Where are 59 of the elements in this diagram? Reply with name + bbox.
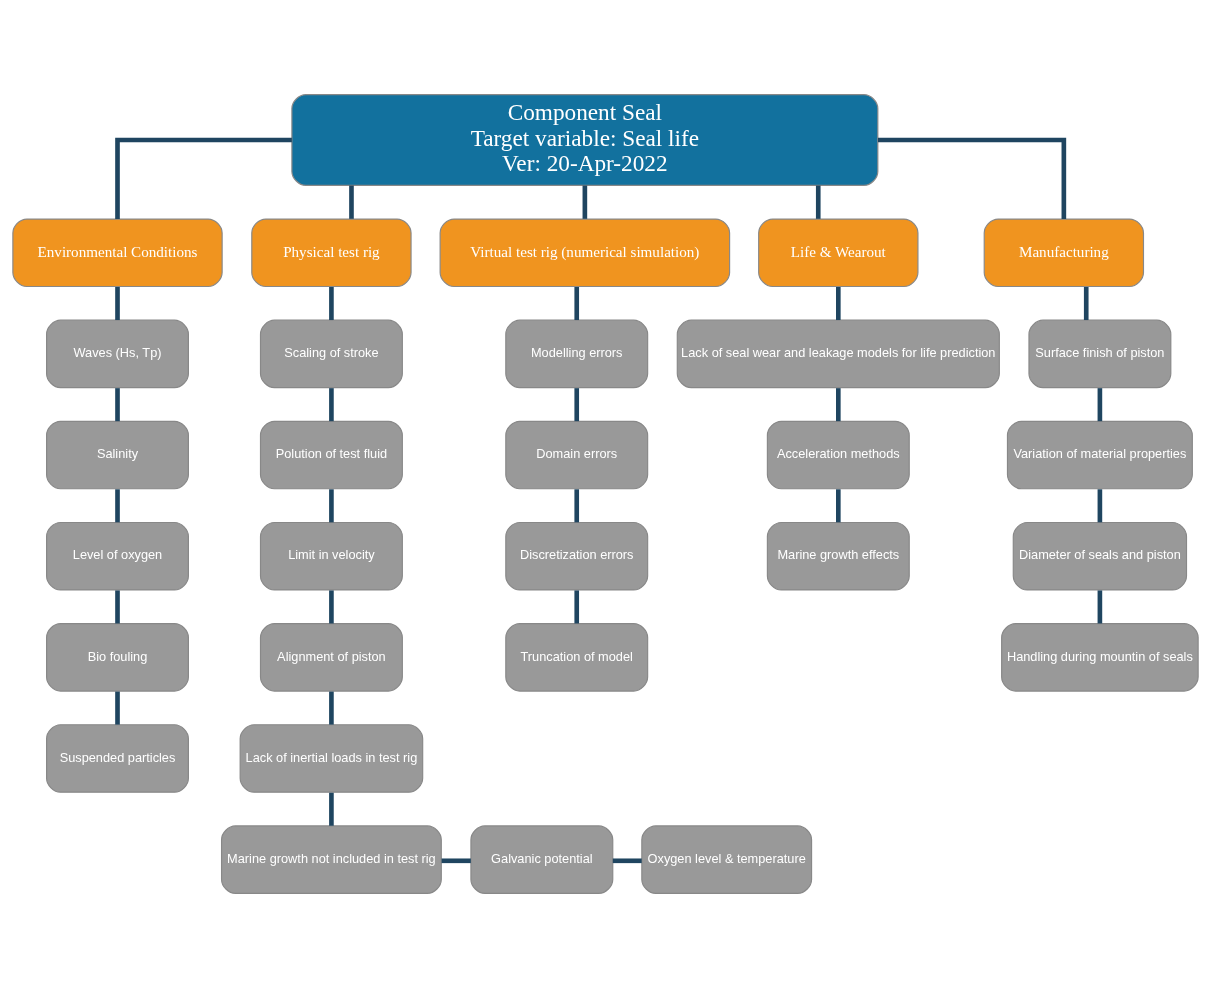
connector [115,489,120,523]
connector [115,691,120,725]
node-box: Truncation of model [505,623,649,692]
node-box: Limit in velocity [259,521,403,591]
connector [115,388,120,422]
connector [582,185,588,219]
node-box: Acceleration methods [766,420,910,490]
node-box: Lack of seal wear and leakage models for life prediction [676,319,1000,389]
connector [574,287,580,321]
connector [329,287,334,321]
node-box: Surface finish of piston [1028,319,1172,389]
node-box: Life & Wearout [758,218,919,288]
node-box: Component Seal Target variable: Seal life Ver: 20-Apr-2022 [291,94,879,186]
connector [836,489,841,523]
node-box: Modelling errors [505,319,649,389]
connector [115,590,120,624]
node-box: Diameter of seals and piston [1012,521,1188,591]
connector [574,388,580,422]
connector [329,489,334,523]
connector [1097,388,1103,422]
connector [1083,287,1089,321]
connector [441,858,471,864]
connector [1097,489,1103,523]
node-box: Scaling of stroke [259,319,403,389]
connector [612,858,642,864]
connector [815,185,821,219]
node-box: Alignment of piston [259,623,403,692]
connector [574,489,580,523]
connector [574,590,580,624]
node-box: Bio fouling [46,623,189,692]
node-box: Virtual test rig (numerical simulation) [439,218,731,288]
node-box: Waves (Hs, Tp) [46,319,189,389]
node-box: Marine growth not included in test rig [220,825,442,894]
connector [878,137,1067,219]
node-box: Suspended particles [46,724,189,793]
connector [329,691,334,725]
node-box: Marine growth effects [766,521,910,591]
node-box: Physical test rig [251,218,412,288]
connector [349,185,354,219]
node-box: Oxygen level & temperature [641,825,813,894]
node-box: Manufacturing [983,218,1145,288]
connector [329,792,334,826]
node-box: Level of oxygen [46,521,189,591]
node-box: Discretization errors [505,521,649,591]
node-box: Domain errors [505,420,649,490]
node-box: Handling during mountin of seals [1001,623,1199,692]
node-box: Lack of inertial loads in test rig [239,724,424,793]
node-box: Environmental Conditions [12,218,223,288]
node-box: Polution of test fluid [259,420,403,490]
connector [836,287,841,321]
connector [115,287,120,321]
node-box: Salinity [46,420,189,490]
connector [329,590,334,624]
connector [329,388,334,422]
connector [1097,590,1103,624]
node-box: Galvanic potential [470,825,614,894]
node-box: Variation of material properties [1006,420,1193,490]
connector [115,137,292,219]
connector [836,388,841,422]
